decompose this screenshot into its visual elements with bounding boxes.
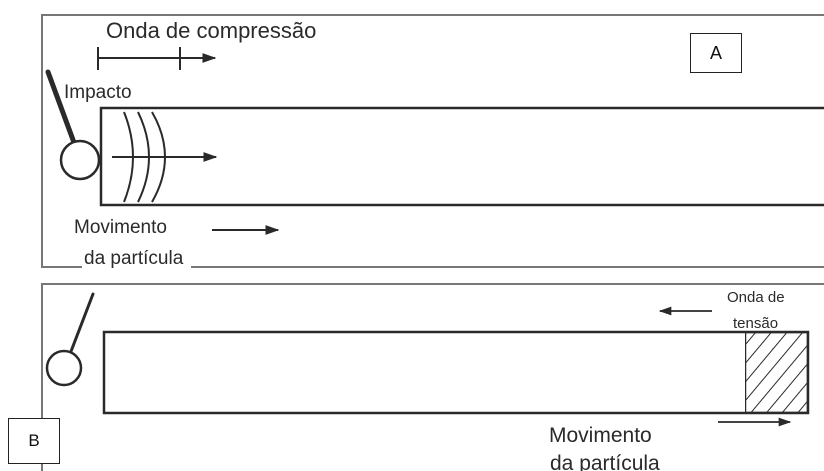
panel-b	[41, 283, 824, 471]
bar-b	[102, 330, 810, 415]
tension-wave-line1: Onda de	[727, 289, 785, 306]
panel-a	[41, 14, 824, 268]
particle-motion-b-line2: da partícula	[550, 452, 660, 471]
hammer-a	[45, 69, 101, 181]
panel-b-label: B	[8, 418, 60, 464]
tension-zone-hatch	[745, 332, 808, 413]
compression-wave-arrow	[97, 47, 217, 70]
particle-motion-b-line1: Movimento	[549, 424, 652, 447]
impact-label: Impacto	[64, 82, 132, 103]
panel-a-label: A	[690, 33, 742, 73]
bar-a	[99, 106, 824, 207]
panel-b-frame	[41, 283, 824, 471]
tension-wave-line2: tensão	[733, 315, 779, 332]
panel-a-frame	[41, 14, 824, 268]
particle-motion-a-line2: da partícula	[82, 249, 192, 270]
hammer-b	[45, 292, 95, 387]
compression-wave-label: Onda de compressão	[104, 18, 319, 43]
particle-motion-a-line1: Movimento	[74, 217, 167, 238]
